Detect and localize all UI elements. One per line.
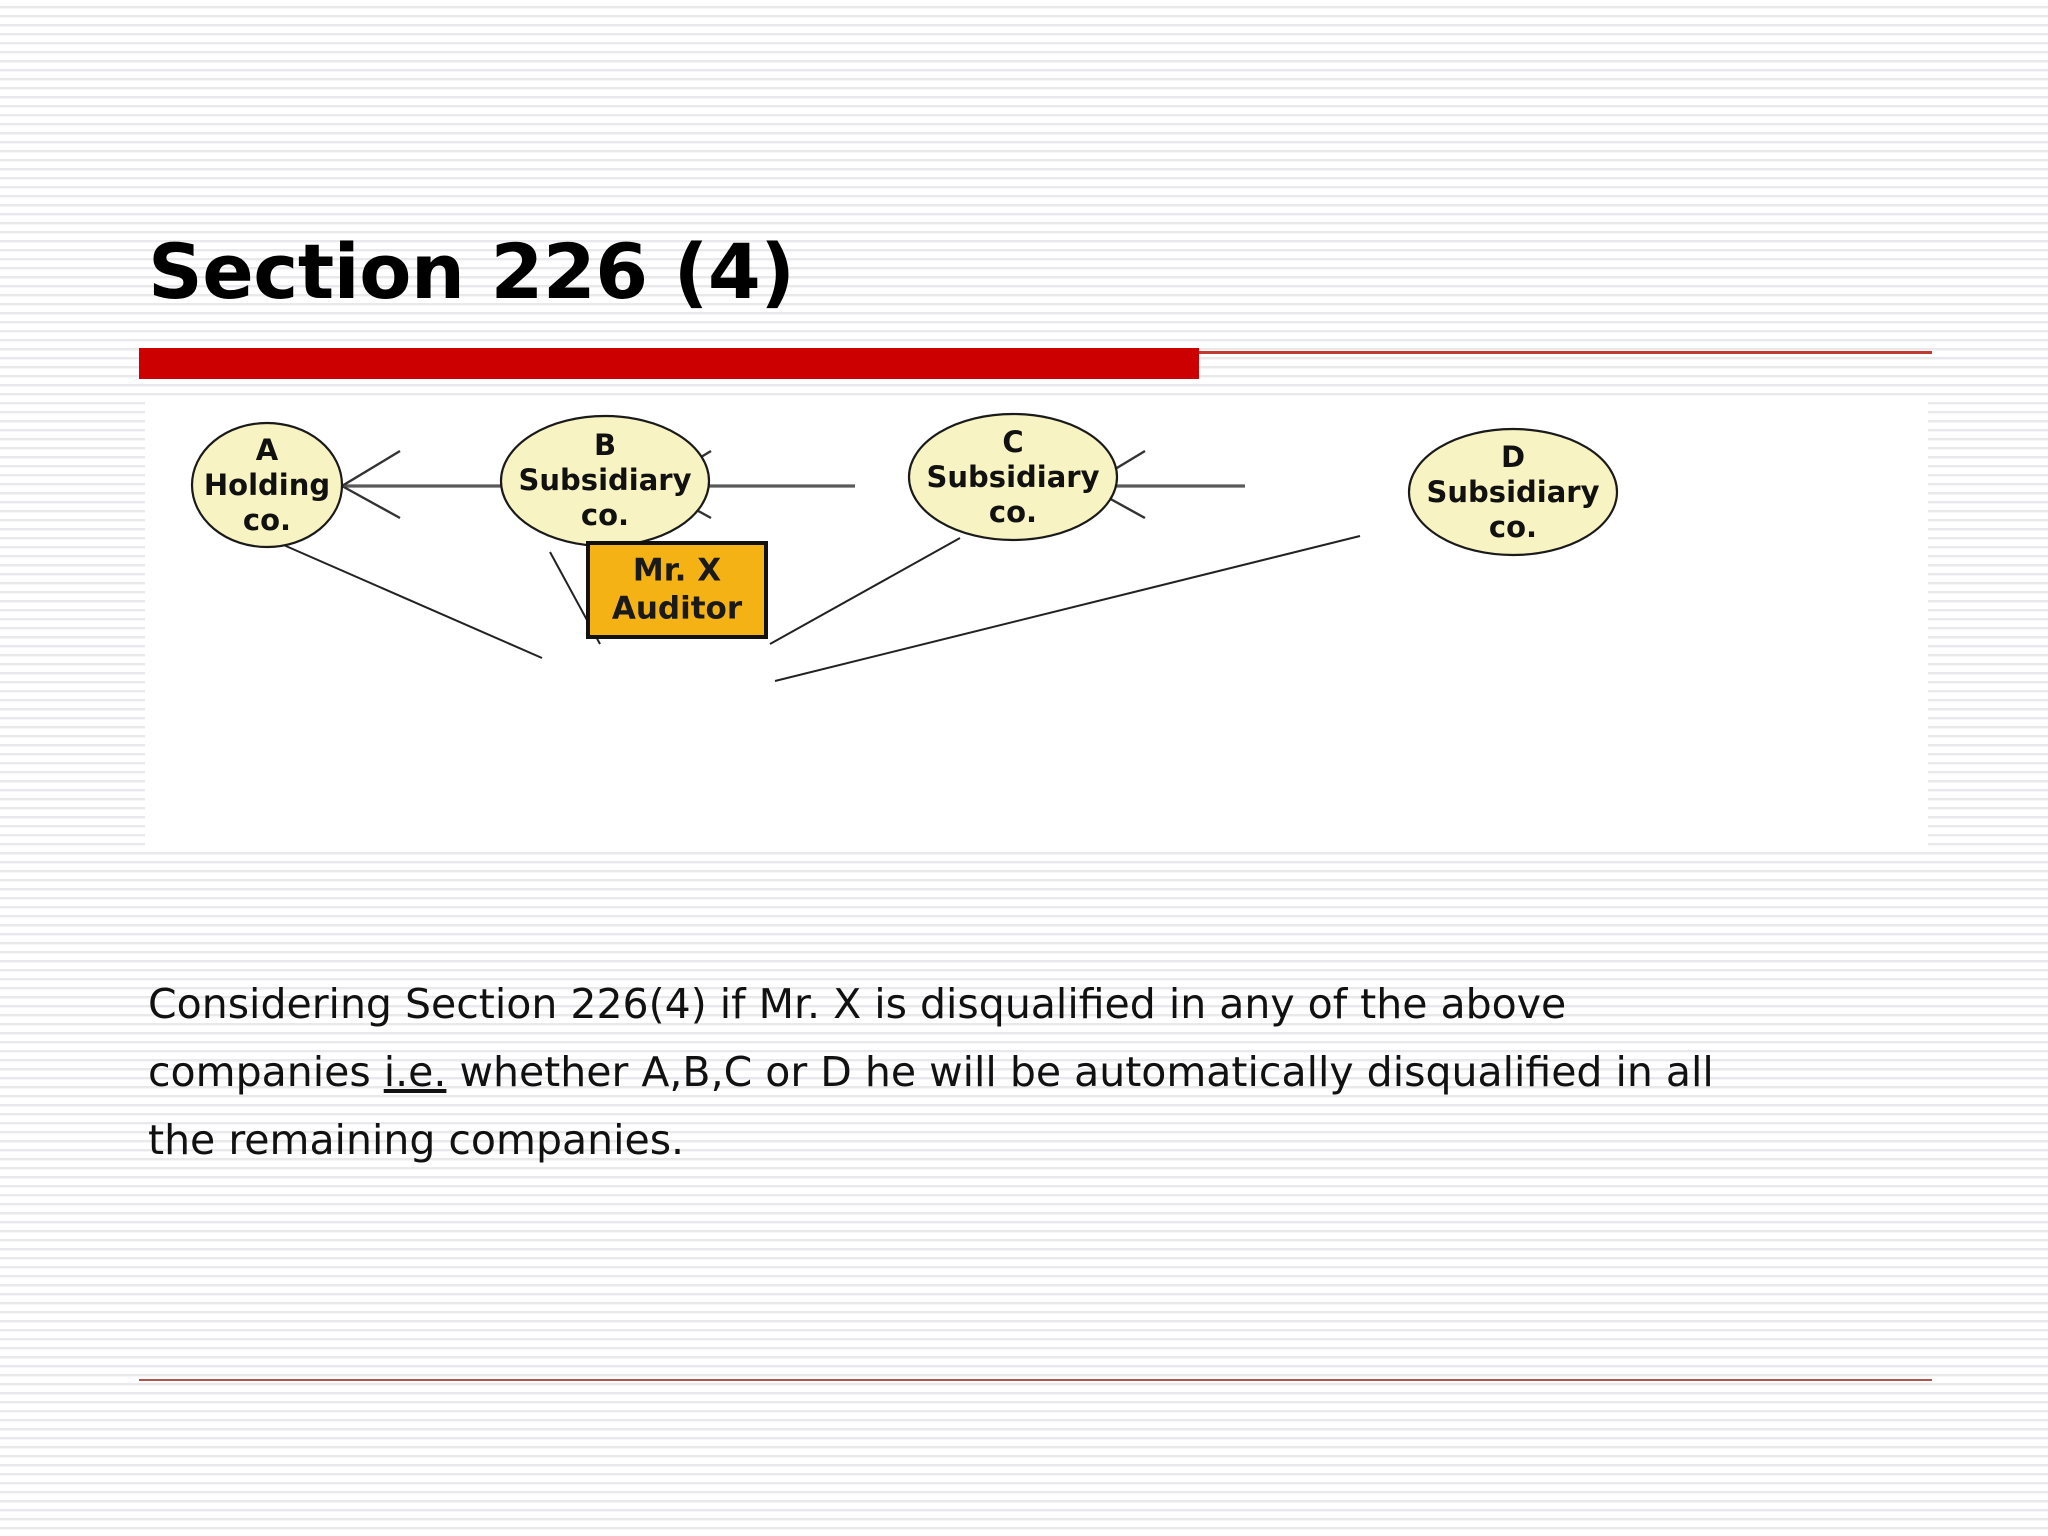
node-a-holding-co[interactable]: A Holding co. [190,421,344,549]
body-line-2a: above companies [148,980,1567,1096]
title-accent-bar [139,348,1199,379]
node-c-line2: Subsidiary [927,460,1100,494]
node-a-line3: co. [243,503,291,537]
node-auditor-box[interactable]: Mr. X Auditor [586,541,768,639]
connector-a-to-auditor [262,535,543,659]
body-paragraph: Considering Section 226(4) if Mr. X is d… [148,970,1768,1174]
node-c-letter: C [1002,425,1023,459]
node-a-line2: Holding [204,468,330,502]
body-line-1: Considering Section 226(4) if Mr. X is d… [148,980,1428,1028]
title-block: Section 226 (4) [148,228,1848,318]
node-b-subsidiary-co[interactable]: B Subsidiary co. [499,414,711,548]
relationship-diagram: A Holding co. B Subsidiary co. C Subsidi… [190,412,1619,682]
node-c-subsidiary-co[interactable]: C Subsidiary co. [907,412,1119,542]
node-d-letter: D [1501,440,1525,474]
node-b-line2: Subsidiary [519,463,692,497]
node-c-line3: co. [989,495,1037,529]
footer-divider [139,1379,1932,1381]
node-d-line2: Subsidiary [1427,475,1600,509]
node-b-line3: co. [581,498,629,532]
node-d-line3: co. [1489,510,1537,544]
diagram-panel: A Holding co. B Subsidiary co. C Subsidi… [145,396,1928,852]
body-line-2b: whether A,B,C or D he will be automatica… [446,1048,1354,1096]
connector-c-to-auditor [769,537,961,645]
node-a-letter: A [256,433,279,467]
node-d-subsidiary-co[interactable]: D Subsidiary co. [1407,427,1619,557]
body-emphasis-ie: i.e. [383,1048,447,1096]
connector-d-to-auditor [774,535,1361,682]
auditor-line2: Auditor [612,591,743,627]
node-b-letter: B [594,428,616,462]
auditor-line1: Mr. X [633,553,721,589]
title-accent-line [1199,351,1932,354]
body-line-3: disqualified in all the remaining compan… [148,1048,1714,1164]
page-title: Section 226 (4) [148,227,795,316]
